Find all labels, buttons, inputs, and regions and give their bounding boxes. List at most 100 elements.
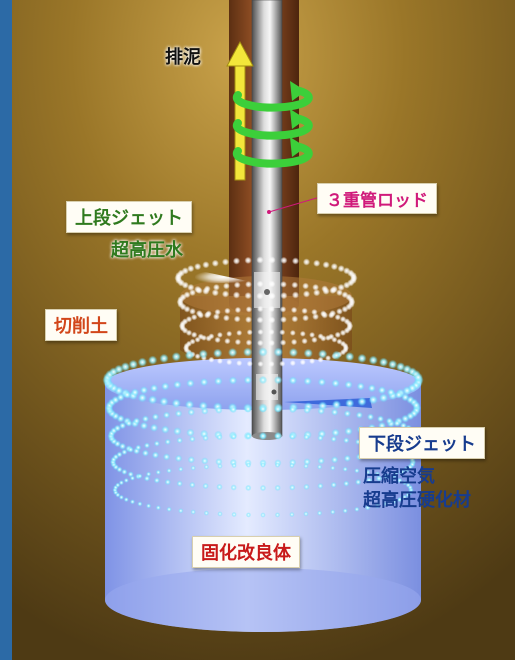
jet-dot (289, 511, 295, 518)
jet-dot (129, 499, 136, 505)
jet-dot (223, 314, 230, 322)
jet-dot (217, 463, 223, 469)
jet-dot (303, 406, 311, 414)
jet-dot (343, 281, 351, 289)
jet-dot (274, 376, 283, 385)
jet-dot (236, 360, 243, 367)
jet-dot (176, 437, 183, 444)
jet-dot (186, 428, 195, 437)
jet-dot (260, 512, 266, 518)
jet-dot (325, 355, 332, 362)
jet-dot (302, 258, 311, 266)
jet-dot (303, 483, 310, 490)
jet-dot (123, 477, 129, 483)
jet-dot (256, 316, 264, 324)
jet-dot (279, 306, 287, 313)
jet-dot (258, 375, 268, 385)
jet-dot (412, 401, 421, 410)
jet-dot (374, 471, 380, 477)
jet-dot (398, 468, 405, 475)
rotation-arrow-icon (232, 81, 313, 168)
jet-dot (245, 484, 252, 491)
jet-dot (226, 330, 233, 337)
jet-dot (302, 314, 309, 322)
jet-dot (228, 347, 238, 358)
jet-dot (383, 473, 389, 479)
jet-dot (186, 379, 195, 388)
jet-dot (413, 372, 423, 382)
jet-dot (346, 320, 353, 327)
jet-dot (331, 379, 340, 388)
jet-dot (330, 263, 338, 271)
jet-dot (230, 433, 237, 440)
jet-dot (343, 480, 350, 487)
jet-dot (330, 509, 336, 515)
jet-dot (123, 390, 132, 399)
jet-dot (268, 361, 275, 367)
jet-dot (229, 405, 237, 414)
jet-dot (390, 499, 397, 505)
jet-dot (243, 347, 253, 357)
cut-soil-label: 切削土 (45, 309, 117, 341)
jet-dot (175, 454, 183, 462)
jet-dot (317, 407, 325, 415)
jet-dot (299, 359, 306, 366)
jet-dot (189, 289, 196, 296)
jet-dot (301, 337, 308, 345)
jet-dot (331, 350, 342, 360)
jet-dot (291, 315, 299, 323)
jet-dot (343, 437, 350, 444)
jet-dot (309, 358, 316, 365)
jet-dot (231, 462, 237, 469)
jet-dot (232, 291, 241, 299)
jet-dot (245, 433, 252, 440)
jet-dot (234, 338, 242, 346)
jet-dot (330, 465, 336, 471)
jet-dot (342, 342, 349, 349)
improved-body-label: 固化改良体 (192, 536, 300, 568)
jet-dot (118, 480, 124, 486)
jet-dot (233, 315, 241, 323)
jet-dot (161, 425, 170, 434)
jet-dot (216, 358, 223, 365)
jet-dot (214, 336, 221, 344)
upper-jet-label: 上段ジェット (66, 201, 192, 233)
jet-dot (213, 283, 220, 291)
jet-dot (268, 305, 275, 313)
jet-dot (321, 285, 329, 293)
jet-dot (153, 477, 160, 484)
jet-dot (279, 360, 286, 367)
jet-dot (143, 475, 151, 482)
jet-dot (259, 484, 267, 492)
jet-dot (407, 484, 413, 491)
jet-dot (273, 347, 283, 357)
jet-dot (190, 509, 196, 515)
jet-dot (202, 482, 209, 490)
jet-dot (230, 484, 237, 491)
jet-dot (187, 283, 195, 291)
jet-dot (194, 336, 201, 343)
jet-dot (354, 506, 360, 512)
jet-dot (379, 393, 389, 403)
jet-dot (274, 405, 282, 413)
jet-dot (164, 479, 171, 486)
jet-dot (397, 477, 403, 483)
jet-dot (213, 348, 223, 358)
jet-dot (274, 433, 281, 440)
jet-dot (375, 475, 383, 482)
jet-dot (125, 419, 133, 427)
jet-dot (194, 263, 202, 271)
jet-dot (342, 466, 348, 472)
jet-dot (356, 382, 365, 391)
jet-dot (243, 376, 252, 385)
jet-dot (289, 462, 295, 469)
jet-dot (116, 451, 123, 458)
jet-dot (397, 497, 403, 503)
jet-dot (189, 338, 196, 345)
jet-dot (171, 352, 181, 362)
jet-dot (184, 400, 195, 410)
jet-dot (245, 306, 253, 313)
jet-dot (256, 256, 264, 264)
jet-dot (245, 339, 253, 346)
